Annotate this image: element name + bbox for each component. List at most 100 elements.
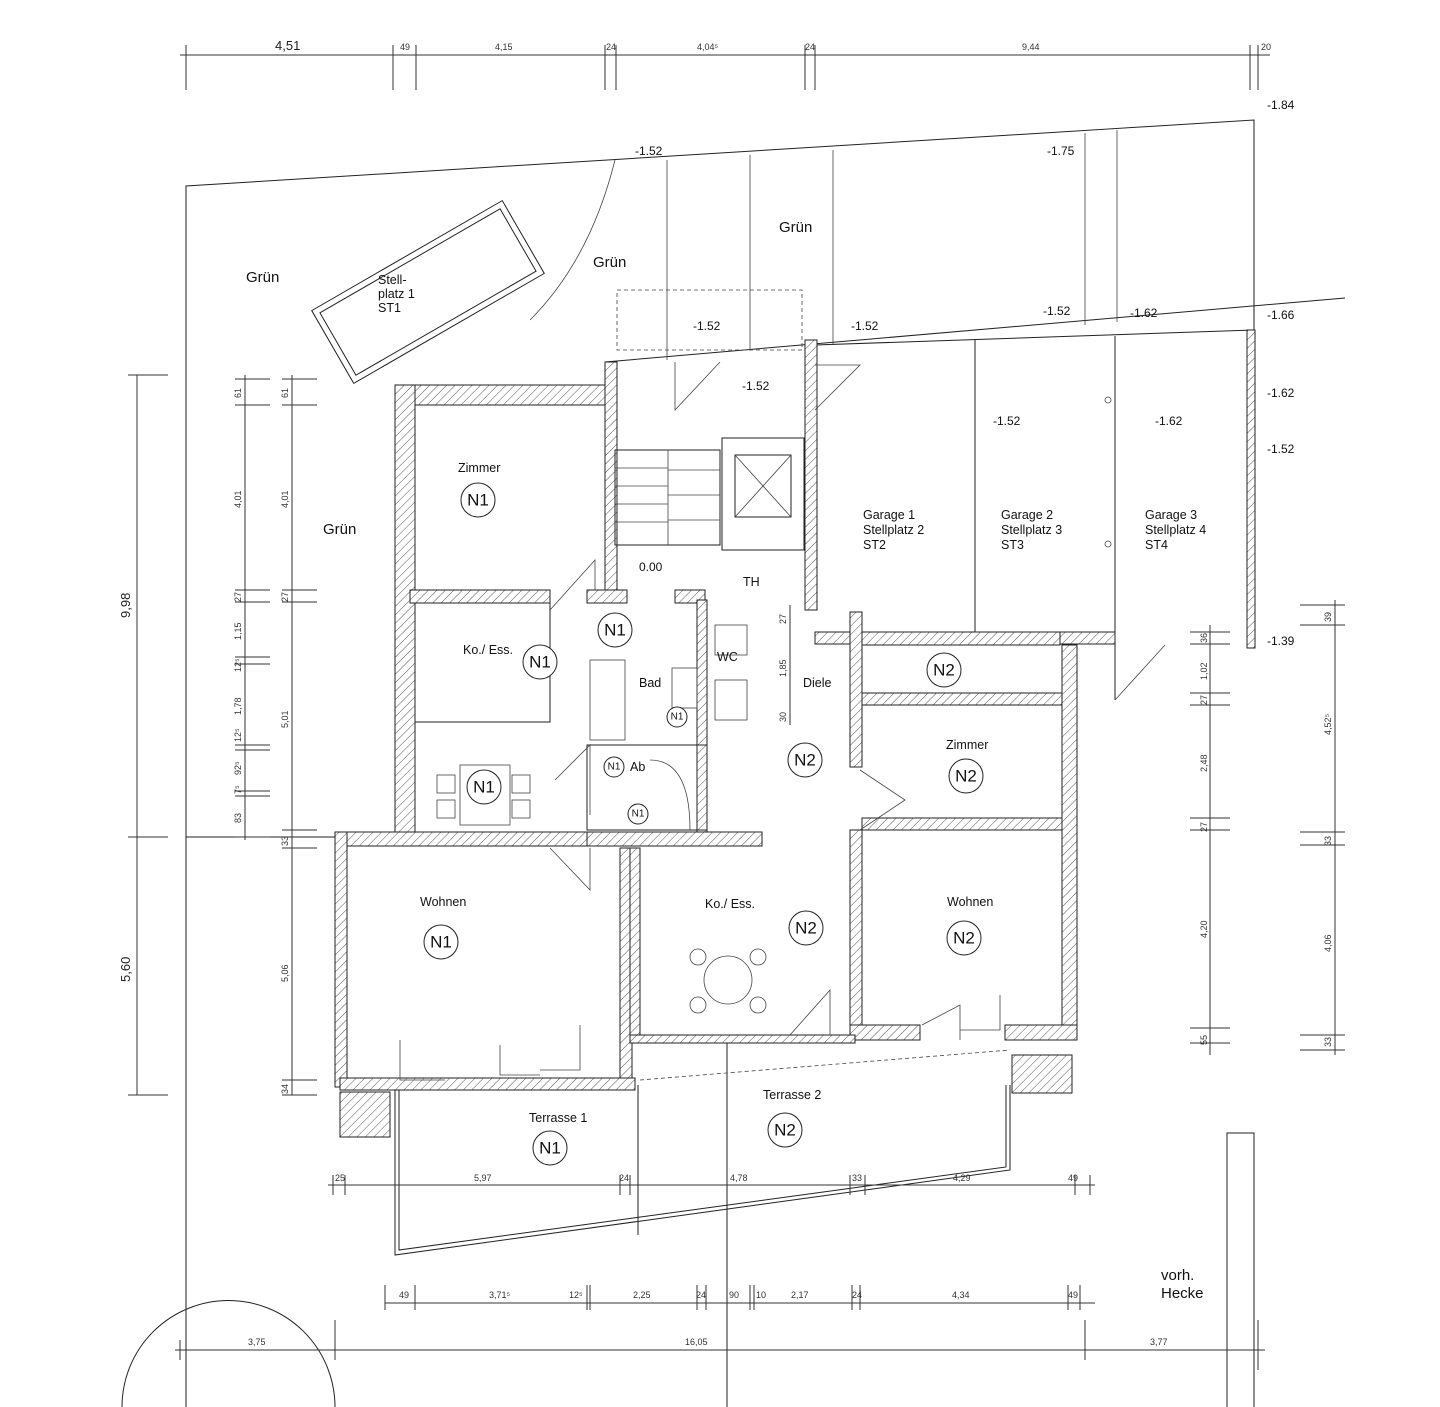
- dims-bottom: 25 5,97 24 4,78 33 4,29 49 49 3,71⁵ 12⁵ …: [248, 1173, 1168, 1347]
- dim-label: 20: [1261, 42, 1271, 52]
- dim-label: 33: [1323, 1037, 1333, 1047]
- elevator: [721, 437, 805, 551]
- elevation-label: -1.52: [742, 379, 770, 393]
- dim-label: 2,48: [1199, 754, 1209, 772]
- dim-label: 2,25: [633, 1290, 651, 1300]
- dim-label: 1,78: [233, 697, 243, 715]
- dim-label: 33: [852, 1173, 862, 1183]
- label-garage-1: Stellplatz 2: [863, 523, 924, 537]
- unit-marker-n2: N2: [953, 929, 975, 948]
- elevation-label: -1.52: [993, 414, 1021, 428]
- label-garage-1: Garage 1: [863, 508, 915, 522]
- label-stellplatz-1: Stell-: [378, 273, 406, 287]
- dim-label: 4,15: [495, 42, 513, 52]
- dim-label: 1,85: [778, 659, 788, 677]
- unit-markers: N1 N1 N1 N1 N1 N1 N1 N1 N1 N2 N2 N2 N2 N…: [423, 482, 984, 1166]
- label-garage-3: Garage 3: [1145, 508, 1197, 522]
- label-terrasse-1: Terrasse 1: [529, 1111, 587, 1125]
- dim-label: 3,71⁵: [489, 1290, 511, 1300]
- dim-label: 49: [1068, 1173, 1078, 1183]
- dim-label: 92⁵: [233, 761, 243, 775]
- elevation-label: -1.52: [1267, 442, 1295, 456]
- dim-label: 83: [233, 813, 243, 823]
- dimension-lines: [136, 54, 1336, 1351]
- dim-label: 1,15: [233, 622, 243, 640]
- elevation-label: -1.52: [1043, 304, 1071, 318]
- dim-label: 4,29: [953, 1173, 971, 1183]
- label-wohnen-n2: Wohnen: [947, 895, 993, 909]
- dim-label: 4,06: [1323, 934, 1333, 952]
- dim-label: 49: [400, 42, 410, 52]
- label-zimmer-n2: Zimmer: [946, 738, 988, 752]
- dim-ticks: [128, 45, 1345, 1370]
- dim-label: 4,52⁵: [1323, 713, 1333, 735]
- label-gruen: Grün: [779, 219, 812, 236]
- label-terrasse-2: Terrasse 2: [763, 1088, 821, 1102]
- dim-label: 4,51: [275, 38, 300, 53]
- label-hecke: Hecke: [1161, 1285, 1204, 1302]
- elevation-label: -1.39: [1267, 634, 1295, 648]
- label-garage-1: ST2: [863, 538, 886, 552]
- dim-label: 24: [606, 42, 616, 52]
- elevation-label: -1.84: [1267, 98, 1295, 112]
- dim-label: 16,05: [685, 1337, 708, 1347]
- dim-label: 24: [696, 1290, 706, 1300]
- label-zimmer-n1: Zimmer: [458, 461, 500, 475]
- dim-label: 12⁵: [233, 728, 243, 742]
- dim-label: 4,01: [280, 490, 290, 508]
- dim-label: 27: [280, 592, 290, 602]
- label-th: TH: [743, 575, 760, 589]
- dim-label: 61: [233, 388, 243, 398]
- dim-label: 10: [756, 1290, 766, 1300]
- dim-label: 39: [1323, 612, 1333, 622]
- elevation-label: -1.52: [693, 319, 721, 333]
- dim-label: 5,06: [280, 964, 290, 982]
- elevation-labels: -1.84 -1.52 -1.75 -1.52 -1.52 -1.52 -1.6…: [635, 98, 1295, 648]
- dim-label: 25: [335, 1173, 345, 1183]
- dim-label: 36: [1199, 633, 1209, 643]
- dim-label: 1,02: [1199, 662, 1209, 680]
- label-gruen: Grün: [323, 521, 356, 538]
- elevation-label: -1.52: [635, 144, 663, 158]
- dining-table-n1: [436, 764, 531, 826]
- dim-label: 5,01: [280, 710, 290, 728]
- unit-marker-n1: N1: [539, 1139, 561, 1158]
- dims-top: 4,51 49 4,15 24 4,04⁵ 24 9,44 20: [275, 38, 1271, 53]
- dim-label: 24: [805, 42, 815, 52]
- dim-label: 49: [1068, 1290, 1078, 1300]
- dim-label: 7⁵: [233, 785, 243, 794]
- unit-marker-n1: N1: [529, 653, 551, 672]
- staircase: [614, 449, 721, 831]
- label-kochen-essen-n1: Ko./ Ess.: [463, 643, 513, 657]
- dim-label: 33: [280, 836, 290, 846]
- dim-label: 4,01: [233, 490, 243, 508]
- dim-label: 61: [280, 388, 290, 398]
- dim-label: 27: [778, 614, 788, 624]
- unit-marker-n1: N1: [473, 778, 495, 797]
- elevation-label: -1.75: [1047, 144, 1075, 158]
- dim-label: 9,44: [1022, 42, 1040, 52]
- label-garage-2: ST3: [1001, 538, 1024, 552]
- dim-label: 4,78: [730, 1173, 748, 1183]
- label-stellplatz-1: ST1: [378, 301, 401, 315]
- dim-label: 5,60: [118, 957, 133, 982]
- dim-label: 30: [778, 712, 788, 722]
- dims-left: 9,98 5,60 61 4,01 27 1,15 12⁵ 1,78 12⁵ 9…: [118, 388, 290, 1094]
- dim-label: 2,17: [791, 1290, 809, 1300]
- label-gruen: Grün: [246, 269, 279, 286]
- terrace: [339, 1049, 1073, 1256]
- elevation-label: 0.00: [639, 560, 663, 574]
- unit-marker-n1: N1: [671, 712, 684, 723]
- dim-label: 4,20: [1199, 920, 1209, 938]
- dim-label: 9,98: [118, 593, 133, 618]
- label-kochen-essen-n2: Ko./ Ess.: [705, 897, 755, 911]
- elevation-label: -1.66: [1267, 308, 1295, 322]
- dim-label: 4,34: [952, 1290, 970, 1300]
- dim-label: 3,75: [248, 1337, 266, 1347]
- dim-label: 27: [1199, 822, 1209, 832]
- unit-marker-n1: N1: [632, 809, 645, 820]
- dining-table-n2: [689, 948, 767, 1014]
- label-hecke: vorh.: [1161, 1267, 1194, 1284]
- dims-right: 36 1,02 27 2,48 27 4,20 55 39 4,52⁵ 33 4…: [778, 612, 1333, 1047]
